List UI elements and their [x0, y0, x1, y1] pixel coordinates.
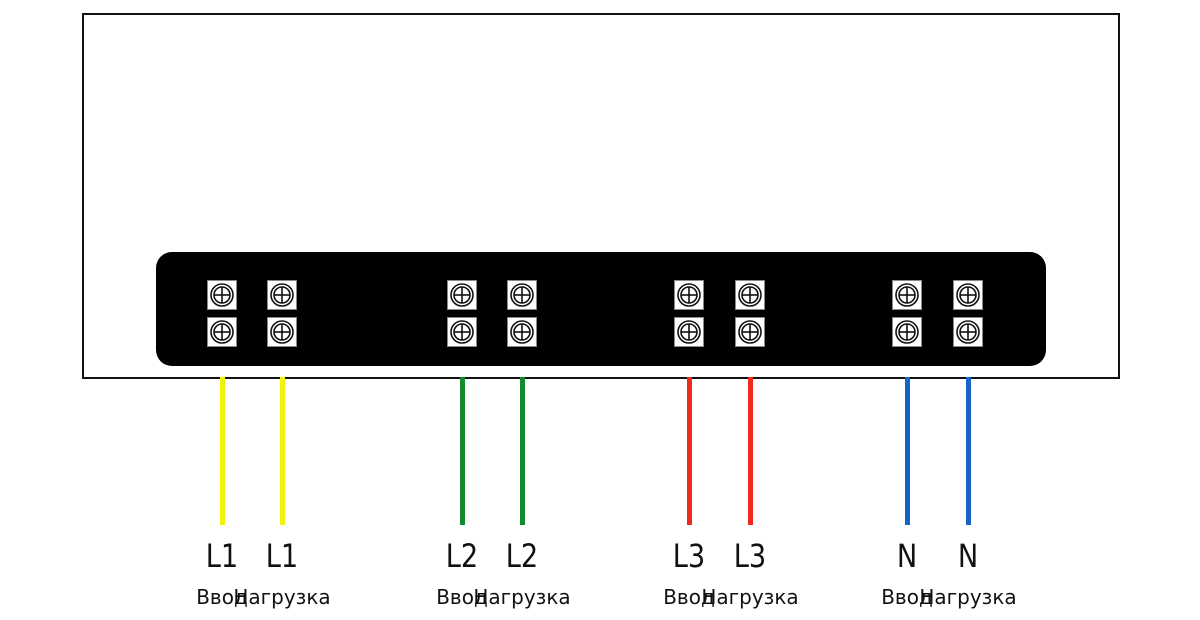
wire-role-n-in: Ввод — [881, 585, 933, 609]
wire-l1-load — [280, 377, 285, 525]
wire-l2-load — [520, 377, 525, 525]
wire-role-l1-load: Нагрузка — [233, 585, 331, 609]
wire-role-l1-in: Ввод — [196, 585, 248, 609]
wire-label-l2-in: L2 — [445, 537, 479, 575]
screw-terminal-icon — [953, 280, 983, 310]
wire-label-l1-in: L1 — [205, 537, 239, 575]
wire-n-load — [966, 377, 971, 525]
screw-terminal-icon — [267, 317, 297, 347]
wire-l3-load — [748, 377, 753, 525]
screw-terminal-icon — [267, 280, 297, 310]
wire-n-in — [905, 377, 910, 525]
wire-label-l1-load: L1 — [265, 537, 299, 575]
screw-terminal-icon — [674, 280, 704, 310]
wire-l1-in — [220, 377, 225, 525]
screw-terminal-icon — [892, 280, 922, 310]
screw-terminal-icon — [953, 317, 983, 347]
wire-l2-in — [460, 377, 465, 525]
wire-role-l2-in: Ввод — [436, 585, 488, 609]
screw-terminal-icon — [735, 280, 765, 310]
screw-terminal-icon — [674, 317, 704, 347]
wire-role-l3-load: Нагрузка — [701, 585, 799, 609]
screw-terminal-icon — [447, 317, 477, 347]
wire-label-l3-load: L3 — [733, 537, 767, 575]
wire-role-n-load: Нагрузка — [919, 585, 1017, 609]
wire-role-l2-load: Нагрузка — [473, 585, 571, 609]
screw-terminal-icon — [447, 280, 477, 310]
screw-terminal-icon — [207, 280, 237, 310]
wire-label-n-load: N — [957, 537, 979, 575]
wire-label-l2-load: L2 — [505, 537, 539, 575]
wire-l3-in — [687, 377, 692, 525]
screw-terminal-icon — [207, 317, 237, 347]
wire-label-l3-in: L3 — [672, 537, 706, 575]
wire-label-n-in: N — [896, 537, 918, 575]
wire-role-l3-in: Ввод — [663, 585, 715, 609]
screw-terminal-icon — [507, 280, 537, 310]
screw-terminal-icon — [735, 317, 765, 347]
screw-terminal-icon — [892, 317, 922, 347]
screw-terminal-icon — [507, 317, 537, 347]
